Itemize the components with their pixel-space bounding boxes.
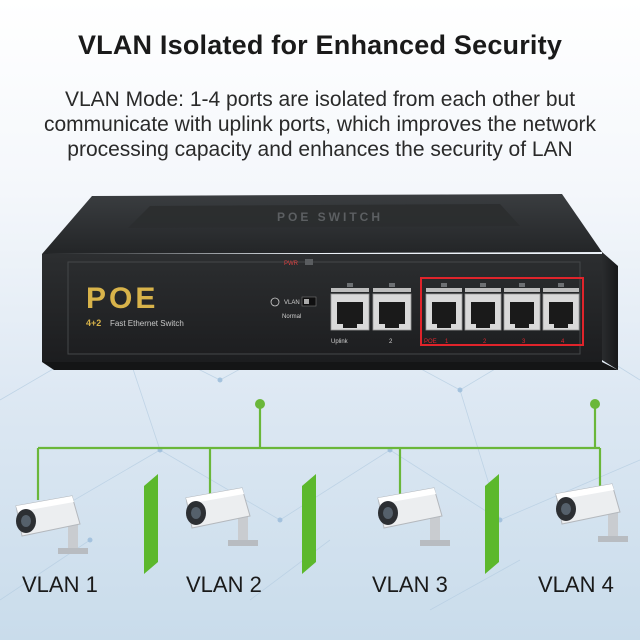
uplink-port-1 <box>330 283 370 331</box>
poe-port-4 <box>542 283 580 331</box>
model-description: Fast Ethernet Switch <box>110 319 184 328</box>
uplink-label: Uplink <box>331 339 349 345</box>
normal-label: Normal <box>282 314 301 320</box>
security-camera-icon <box>555 483 628 542</box>
network-node-icon <box>590 399 600 409</box>
security-camera-icon <box>185 487 258 546</box>
poe-logo: POE <box>86 282 158 315</box>
isolation-barrier-icon <box>302 474 316 574</box>
pwr-led <box>305 259 313 265</box>
description: VLAN Mode: 1-4 ports are isolated from e… <box>43 88 597 161</box>
pwr-label: PWR <box>284 261 299 267</box>
poe-port-3 <box>503 283 541 331</box>
poe-ports-frame <box>420 277 584 346</box>
vlan-icon <box>270 297 280 307</box>
security-camera-icon <box>377 487 450 546</box>
vlan-label: VLAN <box>284 300 300 306</box>
model-number: 4+2 <box>86 318 101 328</box>
poe-label: POE <box>424 339 437 345</box>
isolation-barrier-icon <box>485 474 499 574</box>
poe-port-3-number: 3 <box>522 339 526 345</box>
poe-port-1 <box>425 283 463 331</box>
poe-port-1-number: 1 <box>445 339 449 345</box>
vlan-1-label: VLAN 1 <box>22 572 98 597</box>
vlan-2-label: VLAN 2 <box>186 572 262 597</box>
isolation-barrier-icon <box>144 474 158 574</box>
security-camera-icon <box>15 495 88 554</box>
switch-top-label: POE SWITCH <box>277 210 383 224</box>
poe-port-4-number: 4 <box>561 339 565 345</box>
headline: VLAN Isolated for Enhanced Security <box>77 30 563 60</box>
vlan-3-label: VLAN 3 <box>372 572 448 597</box>
uplink-port-2 <box>372 283 412 331</box>
uplink-port-2-number: 2 <box>389 339 393 345</box>
poe-port-2 <box>464 283 502 331</box>
vlan-4-label: VLAN 4 <box>538 572 614 597</box>
poe-port-2-number: 2 <box>483 339 487 345</box>
network-node-icon <box>255 399 265 409</box>
